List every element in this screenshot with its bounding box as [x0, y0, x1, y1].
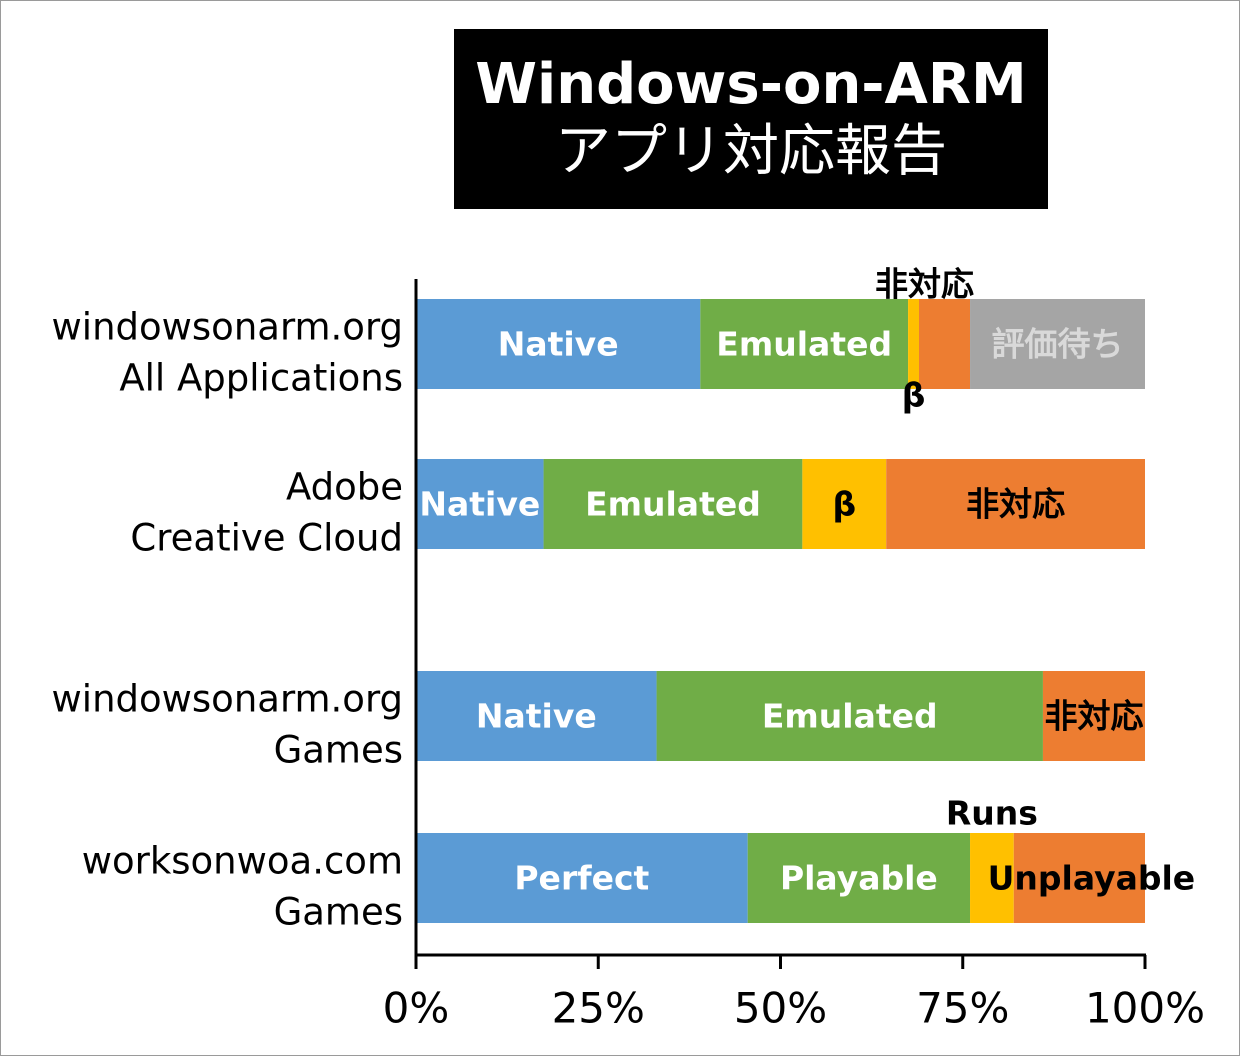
category-label: worksonwoa.com: [82, 840, 403, 883]
bar-segment: [1042, 671, 1145, 761]
category-label: Creative Cloud: [130, 517, 403, 560]
bar-segment-label: Runs: [946, 794, 1038, 833]
bar-segment: [416, 459, 544, 549]
bar-segment: [1013, 833, 1145, 923]
bar-segment: [970, 299, 1145, 389]
bar-segment: [416, 833, 748, 923]
bar-segment: [747, 833, 971, 923]
category-label: Games: [274, 729, 403, 772]
bar-segment: [543, 459, 803, 549]
bar-segment-label: Unplayable: [988, 859, 1196, 898]
bar-segment: [416, 671, 657, 761]
bar-segment: [919, 299, 971, 389]
chart-title-box: Windows-on-ARM アプリ対応報告: [454, 29, 1048, 209]
bar-segment: [886, 459, 1145, 549]
category-label: windowsonarm.org: [52, 306, 403, 349]
x-tick-label: 50%: [734, 984, 827, 1033]
bar-segment-label: Native: [419, 485, 540, 524]
bar-segment: [970, 833, 1014, 923]
bar-segment-label: 評価待ち: [992, 325, 1124, 364]
bar-segment-label: Native: [476, 697, 597, 736]
bar-segment-label: 非対応: [875, 265, 974, 304]
bar-segment: [656, 671, 1043, 761]
x-tick-label: 25%: [552, 984, 645, 1033]
bar-segment-label: 非対応: [1044, 697, 1143, 736]
x-tick-label: 75%: [916, 984, 1009, 1033]
bar-segment-label: Perfect: [514, 859, 649, 898]
bar-segment: [802, 459, 887, 549]
bar-segment-label: β: [902, 376, 926, 415]
chart-title-line-1: Windows-on-ARM: [475, 52, 1027, 117]
bar-segment-label: Native: [498, 325, 619, 364]
bar-segment: [700, 299, 909, 389]
bar-segment: [416, 299, 701, 389]
bar-segment-label: Playable: [780, 859, 938, 898]
bar-segment-label: 非対応: [966, 485, 1065, 524]
chart-title-line-2: アプリ対応報告: [555, 119, 947, 184]
category-label: Games: [274, 891, 403, 934]
bar-segment-label: Emulated: [716, 325, 892, 364]
bar-segment-label: Emulated: [585, 485, 761, 524]
x-tick-label: 100%: [1085, 984, 1205, 1033]
bar-segment-label: β: [832, 485, 856, 524]
category-label: All Applications: [119, 357, 403, 400]
category-label: windowsonarm.org: [52, 678, 403, 721]
bar-segment: [908, 299, 920, 389]
category-label: Adobe: [286, 466, 403, 509]
x-tick-label: 0%: [383, 984, 450, 1033]
bar-segment-label: Emulated: [762, 697, 938, 736]
